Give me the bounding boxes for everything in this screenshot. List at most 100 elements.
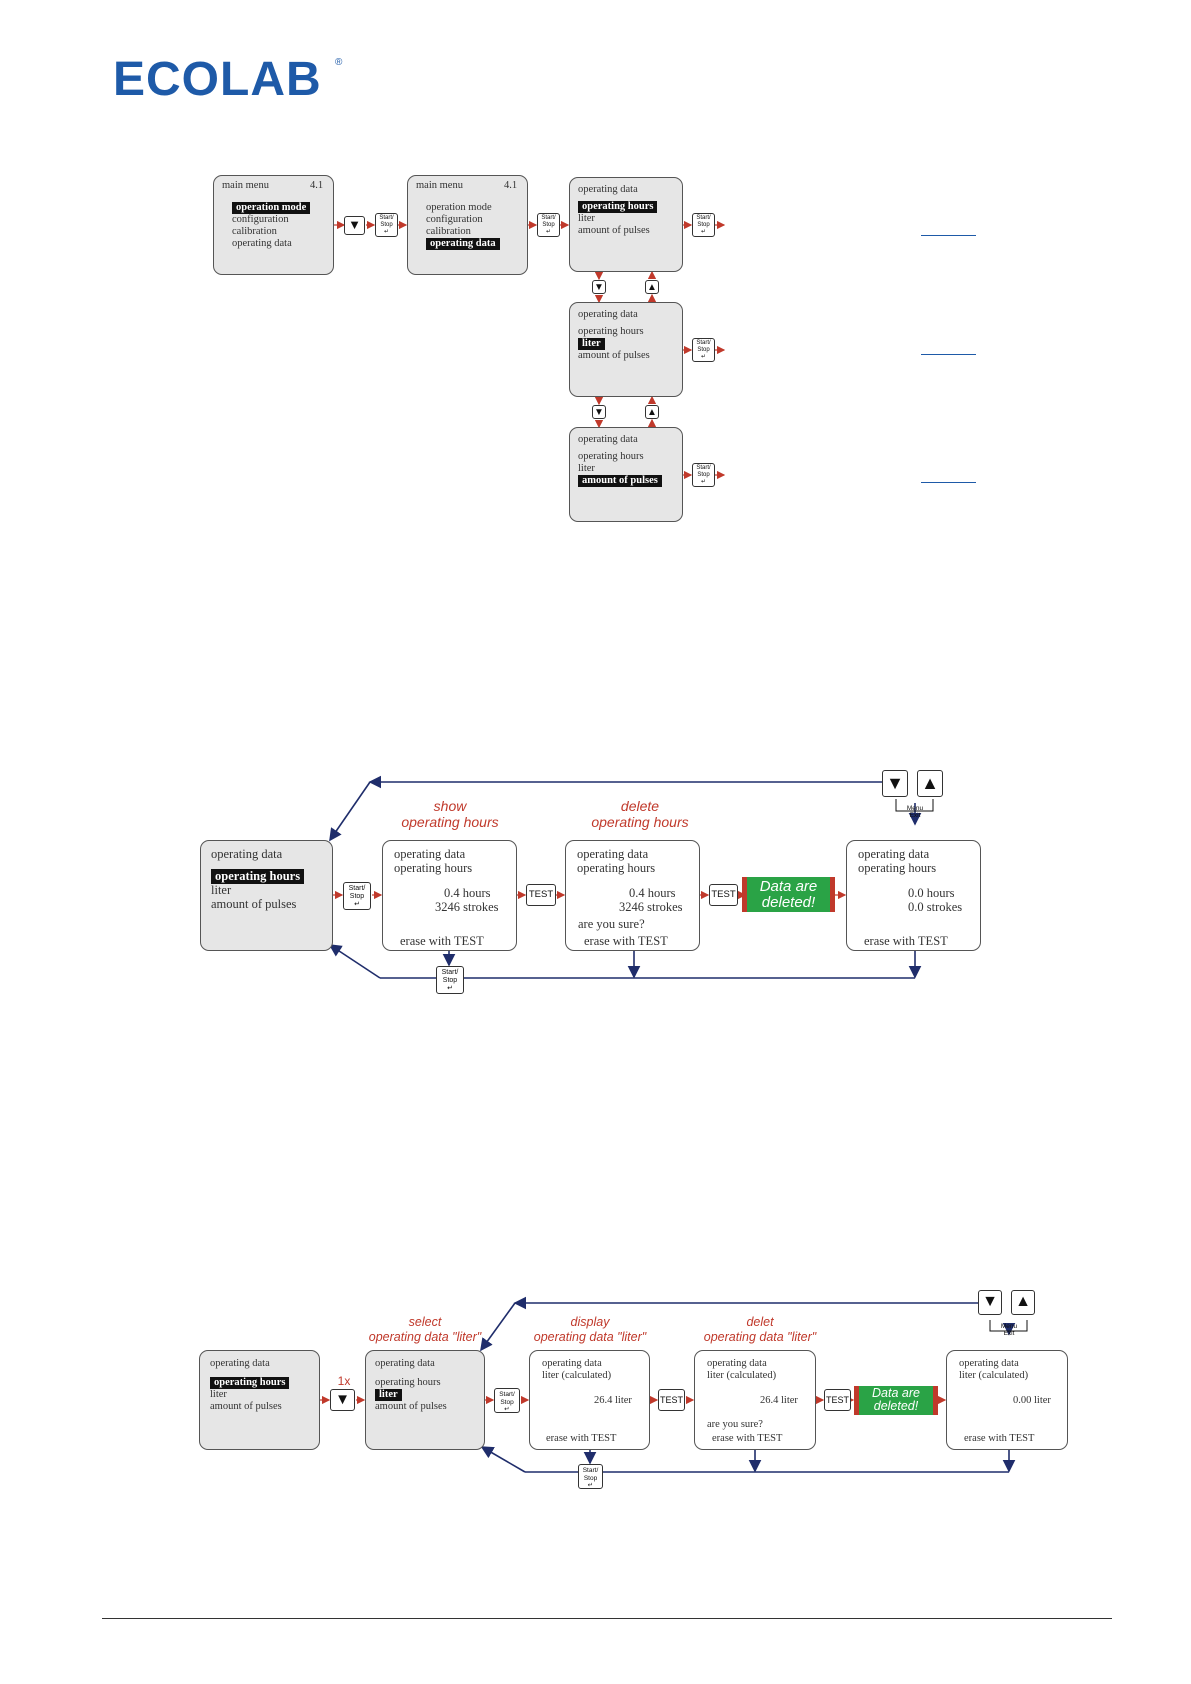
zero-strokes-value: 0.0 strokes [908, 900, 963, 914]
caption-display-liter: display operating data "liter" [520, 1315, 660, 1345]
erase-hint: erase with TEST [546, 1433, 617, 1444]
up-key[interactable]: ▲ [645, 280, 659, 294]
screen-title: operating data [707, 1358, 767, 1369]
start-stop-key[interactable]: Start/ Stop ↵ [578, 1464, 603, 1489]
erase-hint: erase with TEST [400, 934, 484, 948]
test-key[interactable]: TEST [526, 884, 556, 906]
screen-title: main menu [222, 180, 269, 191]
start-stop-key[interactable]: Start/ Stop ↵ [692, 463, 715, 487]
count-label: 1x [337, 1374, 351, 1388]
caption-line: select [408, 1315, 442, 1329]
liter-value: 26.4 liter [594, 1395, 632, 1406]
up-key[interactable]: ▲ [645, 405, 659, 419]
main-menu-screen-2: main menu 4.1 operation mode configurati… [407, 175, 528, 275]
enter-icon: ↵ [700, 229, 707, 235]
up-key[interactable]: ▲ [1011, 1290, 1035, 1315]
enter-icon: ↵ [700, 354, 707, 360]
down-key[interactable]: ▼ [344, 216, 365, 235]
hours-value: 0.4 hours [444, 886, 491, 900]
screen-title: operating data [577, 847, 649, 861]
down-key[interactable]: ▼ [592, 280, 606, 294]
operating-data-screen-hours: operating data operating hours liter amo… [569, 177, 683, 272]
caption-line: operating data "liter" [368, 1330, 482, 1344]
item-liter: liter [578, 338, 605, 350]
confirm-question: are you sure? [578, 917, 645, 931]
banner-line: Data are [759, 878, 818, 895]
down-key[interactable]: ▼ [330, 1389, 355, 1411]
item-operating-hours: operating hours [578, 451, 644, 462]
hours-value: 0.4 hours [629, 886, 676, 900]
menu-item-configuration: configuration [232, 214, 289, 225]
key-label: Stop [583, 1474, 598, 1482]
data-deleted-banner: Data are deleted! [854, 1386, 938, 1415]
caption-delete-liter: delet operating data "liter" [690, 1315, 830, 1345]
screen-title: operating data [858, 847, 930, 861]
item-liter: liter [578, 213, 595, 224]
strokes-value: 3246 strokes [619, 900, 683, 914]
enter-icon: ↵ [504, 1406, 510, 1413]
ecolab-logo: ECOLAB ® [113, 55, 343, 105]
enter-icon: ↵ [700, 479, 707, 485]
menu-label: Menu [1000, 1323, 1018, 1330]
operating-data-screen: operating data operating hours liter amo… [200, 840, 333, 951]
up-key[interactable]: ▲ [917, 770, 943, 797]
cleared-hours-screen: operating data operating hours 0.0 hours… [846, 840, 981, 951]
screen-subtitle: operating hours [858, 861, 937, 875]
item-amount-of-pulses: amount of pulses [578, 475, 662, 487]
item-amount-of-pulses: amount of pulses [375, 1401, 447, 1412]
item-operating-hours: operating hours [210, 1377, 290, 1389]
registered-mark: ® [335, 57, 343, 68]
start-stop-key[interactable]: Start/ Stop ↵ [537, 213, 560, 237]
zero-hours-value: 0.0 hours [908, 886, 955, 900]
key-label: Start/ [696, 215, 711, 221]
key-label: Start/ [582, 1467, 599, 1474]
page-link[interactable] [921, 354, 976, 355]
item-operating-hours: operating hours [578, 201, 658, 213]
caption-line: operating data "liter" [703, 1330, 817, 1344]
test-key[interactable]: TEST [824, 1389, 851, 1411]
test-key[interactable]: TEST [709, 884, 738, 906]
screen-title: operating data [394, 847, 466, 861]
erase-hint: erase with TEST [584, 934, 668, 948]
down-key[interactable]: ▼ [978, 1290, 1002, 1315]
show-hours-screen: operating data operating hours 0.4 hours… [382, 840, 517, 951]
caption-line: operating data "liter" [533, 1330, 647, 1344]
key-label: Stop [349, 893, 365, 900]
delete-hours-screen: operating data operating hours 0.4 hours… [565, 840, 700, 951]
key-label: Start/ [379, 215, 394, 221]
start-stop-key[interactable]: Start/ Stop ↵ [343, 882, 371, 910]
liter-calculated-label: liter (calculated) [707, 1370, 777, 1381]
start-stop-key[interactable]: Start/ Stop ↵ [494, 1388, 520, 1413]
screen-title: main menu [416, 180, 463, 191]
liter-calculated-label: liter (calculated) [542, 1370, 612, 1381]
start-stop-key[interactable]: Start/ Stop ↵ [375, 213, 398, 237]
key-label: Stop [500, 1398, 514, 1406]
page-link[interactable] [921, 482, 976, 483]
operating-data-screen-pulses: operating data operating hours liter amo… [569, 427, 683, 522]
down-key[interactable]: ▼ [882, 770, 908, 797]
cleared-liter-screen: operating data liter (calculated) 0.00 l… [946, 1350, 1068, 1450]
menu-label: Menu [906, 805, 924, 812]
screen-title: operating data [210, 1358, 270, 1369]
zero-liter-value: 0.00 liter [1013, 1395, 1051, 1406]
key-label: Start/ [499, 1391, 515, 1398]
page-link[interactable] [921, 235, 976, 236]
test-key[interactable]: TEST [658, 1389, 685, 1411]
key-label: Start/ [348, 885, 366, 892]
data-deleted-banner: Data are deleted! [742, 877, 835, 912]
start-stop-key[interactable]: Start/ Stop ↵ [692, 338, 715, 362]
enter-icon: ↵ [587, 1482, 594, 1489]
menu-number: 4.1 [310, 180, 324, 191]
enter-icon: ↵ [545, 229, 552, 235]
key-label: Start/ [441, 969, 459, 976]
key-label: Start/ [696, 465, 711, 471]
menu-item-operation-mode: operation mode [426, 202, 492, 213]
item-amount-of-pulses: amount of pulses [578, 350, 650, 361]
caption-select-liter: select operating data "liter" [355, 1315, 495, 1345]
caption-delete-operating-hours: delete operating hours [570, 798, 710, 830]
start-stop-key[interactable]: Start/ Stop ↵ [692, 213, 715, 237]
down-key[interactable]: ▼ [592, 405, 606, 419]
start-stop-key[interactable]: Start/ Stop ↵ [436, 966, 464, 994]
key-label: Start/ [696, 340, 711, 346]
screen-subtitle: operating hours [577, 861, 656, 875]
